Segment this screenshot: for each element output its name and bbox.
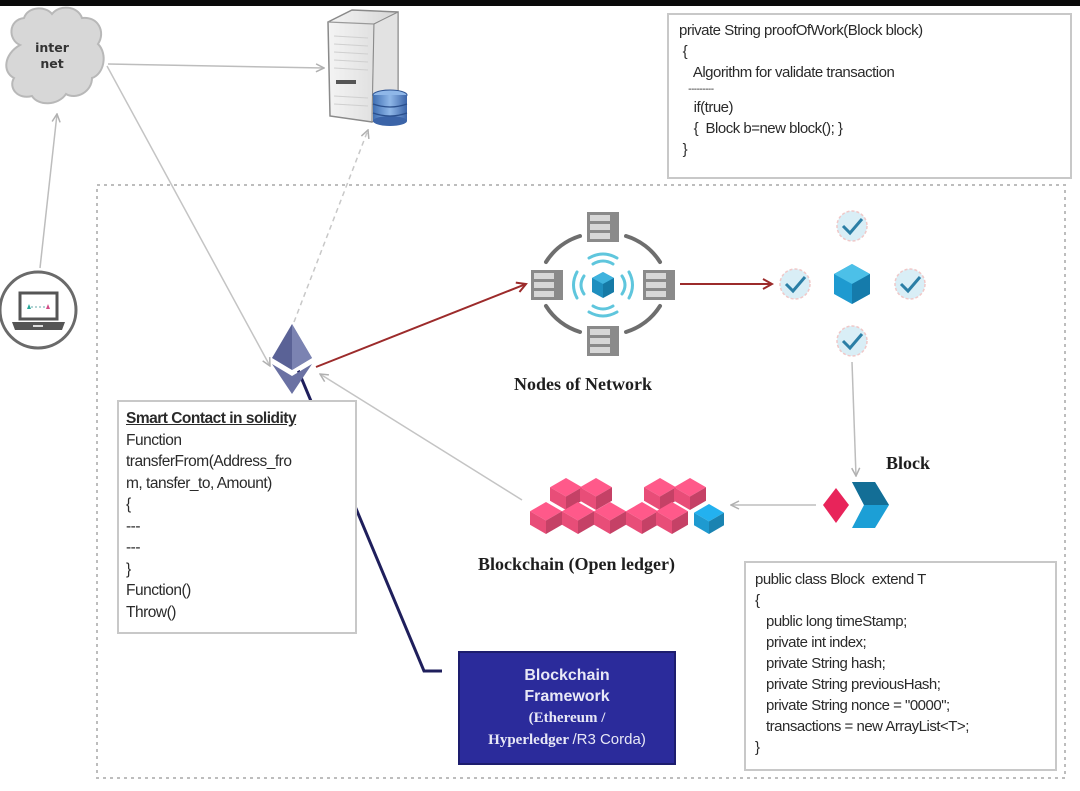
connector-ethereum-nodes [315,284,526,368]
code-line: transferFrom(Address_fro [126,453,292,470]
connector-validation-block [852,361,856,476]
proof-of-work-code-box: private String proofOfWork(Block block) … [667,13,1072,179]
code-line: private String hash; [755,655,886,672]
validation-icon-group [779,210,926,357]
network-nodes-icon [531,212,675,356]
chain-cube [580,478,612,510]
laptop-icon [0,270,78,350]
server-node [587,326,619,356]
chain-cube [656,502,688,534]
code-line: private int index; [755,634,867,651]
code-line: { [126,496,131,513]
server-node [643,270,675,300]
server-node [531,270,563,300]
connector-chain-ethereum [320,374,523,501]
chain-cube [550,478,582,510]
code-line: } [755,739,760,756]
database-icon [372,89,408,126]
code-line: Function [126,431,182,449]
server-node [587,212,619,242]
framework-line3: (Ethereum / [528,710,606,726]
code-line: --------- [679,84,714,95]
connector-internet-server [107,64,324,68]
code-line: public class Block extend T [755,571,926,588]
block-label: Block [886,453,931,473]
blockchain-ledger-label: Blockchain (Open ledger) [478,554,675,574]
internet-label-line2: net [40,56,64,71]
chain-cube [674,478,706,510]
framework-line1: Blockchain [524,667,610,684]
code-line: { Block b=new block(); } [679,120,843,137]
code-line: { [679,43,688,60]
checkmark-icon [836,210,868,242]
framework-line4-hyperledger: Hyperledger [488,732,573,748]
block-class-code-box: public class Block extend T { public lon… [744,561,1057,771]
framework-line2: Framework [524,688,610,705]
code-line: public long timeStamp; [755,613,907,630]
framework-line4-corda: /R3 Corda) [572,731,646,748]
code-line: --- [126,539,141,556]
blockchain-cubes-icon [530,478,724,534]
code-line: Algorithm for validate transaction [679,64,895,81]
top-bar [0,0,1080,6]
ethereum-icon [271,324,313,394]
chain-cube [694,504,724,534]
chain-cube [530,502,562,534]
cube-icon [592,272,614,298]
code-line: } [126,560,131,578]
connector-internet-ethereum [106,65,270,366]
nodes-of-network-label: Nodes of Network [514,374,652,394]
internet-label: inter net [20,40,84,72]
code-line: private String previousHash; [755,676,941,693]
checkmark-icon [836,325,868,357]
cloud-icon [5,6,105,105]
connector-laptop-internet [39,114,57,269]
blockchain-framework-box: Blockchain Framework (Ethereum / Hyperle… [458,651,676,765]
chain-cube [626,502,658,534]
code-line: transactions = new ArrayList<T>; [755,718,969,735]
smart-contract-code-box: Smart Contact in solidity Function trans… [117,400,357,634]
code-line: { [755,592,760,609]
checkmark-icon [779,268,811,300]
block-chevron-icon [823,482,889,528]
connector-ethereum-server [293,130,368,323]
wifi-signal-icon [572,252,634,318]
internet-label-line1: inter [35,40,69,55]
checkmark-icon [894,268,926,300]
chain-cube [644,478,676,510]
system-boundary [96,184,1066,779]
cube-icon [834,264,870,304]
code-line: private String nonce = "0000"; [755,697,950,714]
chain-cube [594,502,626,534]
code-line: Function() [126,582,191,599]
code-line: Throw() [126,603,176,621]
code-line: --- [126,517,141,535]
chain-cube [562,502,594,534]
code-line: if(true) [679,99,734,116]
code-line: private String proofOfWork(Block block) [679,22,923,39]
code-line: m, tansfer_to, Amount) [126,474,272,492]
smart-contract-title: Smart Contact in solidity [126,410,297,427]
code-line: } [679,141,688,158]
